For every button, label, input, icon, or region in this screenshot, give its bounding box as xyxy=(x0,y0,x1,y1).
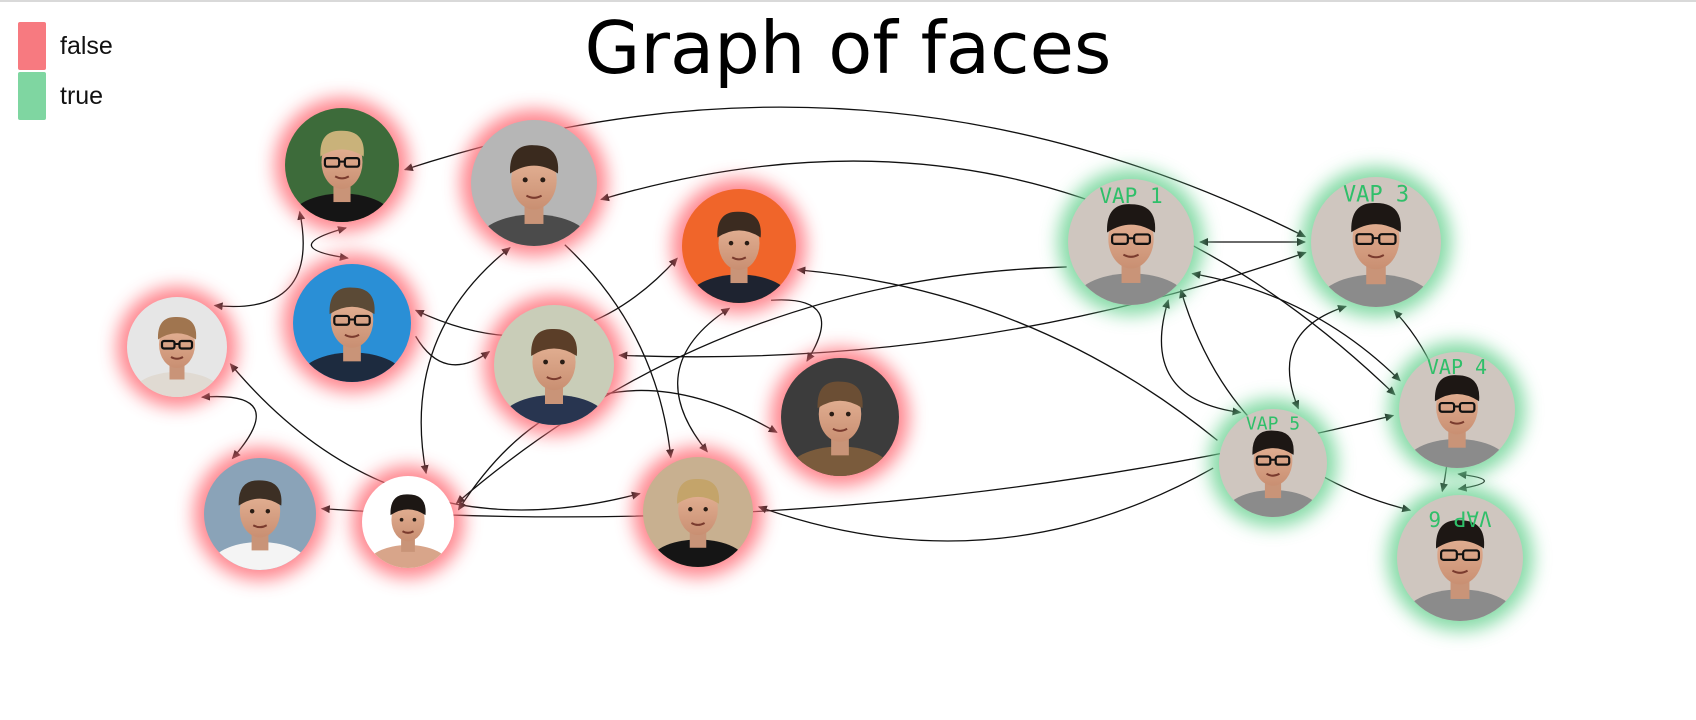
legend-item-true: true xyxy=(18,72,158,122)
face-portrait xyxy=(362,476,454,568)
face-portrait: VAP 6 xyxy=(1397,495,1523,621)
edge-jonah-glasses_blue xyxy=(310,226,349,261)
face-portrait xyxy=(643,457,753,567)
face-portrait xyxy=(127,297,227,397)
node-label: VAP 4 xyxy=(1427,355,1487,379)
node-vap3[interactable]: VAP 3 xyxy=(1301,167,1451,333)
legend-label-true: true xyxy=(60,82,104,110)
node-vap4[interactable]: VAP 4 xyxy=(1389,342,1525,491)
node-label: VAP 5 xyxy=(1246,414,1300,435)
face-portrait xyxy=(781,358,899,476)
face-portrait: VAP 4 xyxy=(1399,352,1515,468)
node-justin_shirt[interactable] xyxy=(484,295,624,449)
face-portrait xyxy=(494,305,614,425)
face-portrait xyxy=(682,189,796,303)
node-justin_suit[interactable] xyxy=(672,179,806,326)
node-jonah[interactable] xyxy=(275,98,409,245)
edge-glasses_blue-justin_shirt xyxy=(415,335,491,366)
node-leo[interactable] xyxy=(633,447,763,589)
diagram-title: Graph of faces xyxy=(584,6,1112,90)
node-vap1[interactable]: VAP 1 xyxy=(1058,169,1204,330)
legend-swatch-false xyxy=(18,22,46,70)
edge-justin_suit-leo xyxy=(677,307,731,453)
node-tom[interactable] xyxy=(194,448,326,592)
nodes-layer: VAP 1 VAP 3 VAP 4 VAP 5 VAP 6 xyxy=(117,98,1533,646)
node-vap5[interactable]: VAP 5 xyxy=(1209,399,1337,539)
node-vap6[interactable]: VAP 6 xyxy=(1387,485,1533,646)
edge-vap5-vap3 xyxy=(1288,304,1347,410)
legend-label-false: false xyxy=(60,32,113,60)
top-border xyxy=(0,0,1696,2)
node-kevin[interactable] xyxy=(771,348,909,500)
edge-vap5-leo xyxy=(757,467,1214,542)
face-portrait xyxy=(293,264,411,382)
face-portrait xyxy=(471,120,597,246)
node-label: VAP 3 xyxy=(1343,183,1409,208)
edge-ryan-tom xyxy=(200,392,257,460)
face-portrait: VAP 1 xyxy=(1068,179,1194,305)
node-vasyl[interactable] xyxy=(352,466,464,586)
edge-vap1-vap5 xyxy=(1160,299,1242,416)
face-portrait xyxy=(204,458,316,570)
node-label: VAP 1 xyxy=(1099,184,1162,208)
face-portrait: VAP 5 xyxy=(1219,409,1327,517)
node-glasses_blue[interactable] xyxy=(283,254,421,406)
node-label: VAP 6 xyxy=(1428,506,1491,530)
node-ryan[interactable] xyxy=(117,287,237,417)
edge-justin_suit-kevin xyxy=(770,299,823,362)
legend: false true xyxy=(18,22,158,122)
node-jesse[interactable] xyxy=(461,110,607,271)
edge-jonah-ryan xyxy=(213,210,306,311)
legend-item-false: false xyxy=(18,22,158,72)
face-portrait: VAP 3 xyxy=(1311,177,1441,307)
legend-swatch-true xyxy=(18,72,46,120)
face-portrait xyxy=(285,108,399,222)
